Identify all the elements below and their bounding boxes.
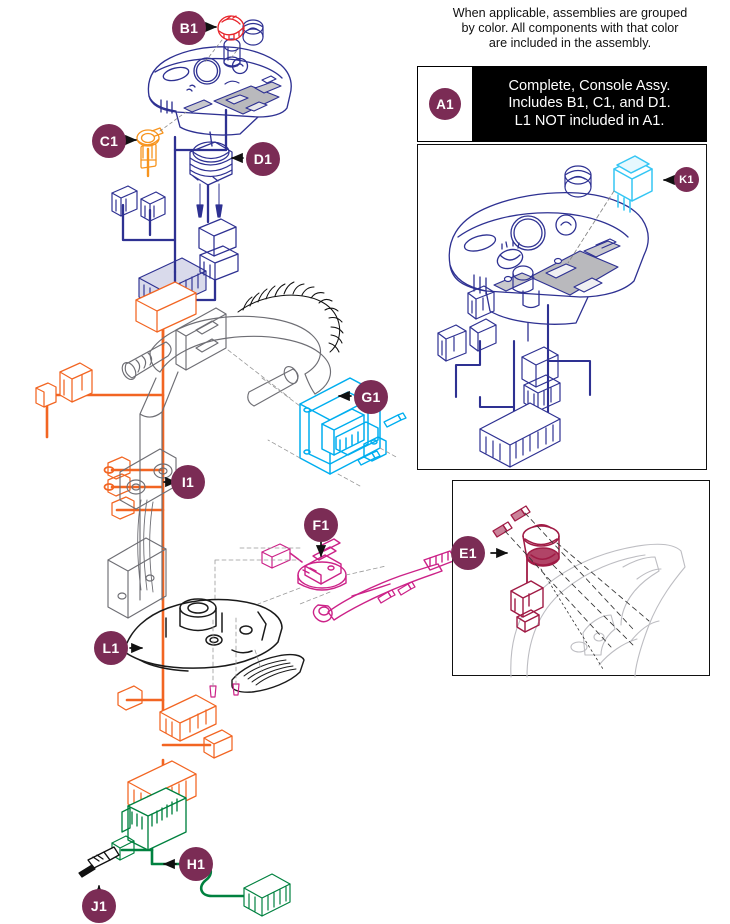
part-F1-lever-arm [312,550,457,623]
callout-badge-E1-label: E1 [459,545,477,561]
part-L1-lower-cover [231,653,305,693]
callout-badge-E1[interactable]: E1 [451,536,485,570]
callout-badge-C1-label: C1 [99,133,119,149]
legend-line-1: Complete, Console Assy. [508,77,671,94]
part-F1-screws [377,581,416,604]
callout-badge-J1-label: J1 [90,898,108,914]
callout-badge-A1-label: A1 [436,96,454,112]
part-H1-module [121,787,187,851]
part-E1-light-housing [522,524,560,567]
note-line-2: by color. All components with that color [461,21,679,36]
part-E1-screws [492,505,531,538]
callout-badge-B1-label: B1 [179,20,199,36]
inset-K1-drawing [437,155,677,468]
part-B1-speed-knob [217,15,245,41]
console-keypad [183,75,282,115]
callout-badge-G1-label: G1 [361,389,381,405]
note-line-3: are included in the assembly. [488,36,652,51]
callout-badge-A1[interactable]: A1 [429,88,461,120]
callout-badge-H1-label: H1 [186,856,206,872]
color-grouping-note: When applicable, assemblies are grouped … [413,6,727,52]
callout-badge-D1[interactable]: D1 [246,142,280,176]
legend-a1-text: Complete, Console Assy. Includes B1, C1,… [473,67,706,141]
harness-I1-ring-terminals [103,466,121,491]
legend-line-3: L1 NOT included in A1. [514,112,665,129]
legend-a1-badge-cell: A1 [418,67,473,141]
callout-badge-L1[interactable]: L1 [94,631,128,665]
callout-badge-F1-label: F1 [312,517,330,533]
part-F1-plug [261,543,291,569]
joystick-shaft [223,38,241,68]
part-J1-screw [78,846,120,878]
part-G1-screws [357,412,407,466]
callout-badge-D1-label: D1 [253,151,273,167]
callout-badge-F1[interactable]: F1 [304,508,338,542]
console-joystick [242,19,264,46]
part-D1-console-harness [189,141,239,281]
callout-badge-K1[interactable]: K1 [674,167,699,192]
note-line-1: When applicable, assemblies are grouped [452,6,688,20]
callout-badge-K1-label: K1 [679,173,694,186]
part-K1-rocker-switch [613,155,653,213]
part-F1-throttle-pot [297,538,347,591]
harness-I1-connectors [35,281,233,818]
callout-badge-C1[interactable]: C1 [92,124,126,158]
inset-panel-E1: E1 [451,480,710,678]
harness-D1-connectors [111,185,166,222]
callout-badge-J1[interactable]: J1 [82,889,116,923]
callout-badge-L1-label: L1 [102,640,120,656]
part-L1-screws [209,683,240,698]
callout-badge-I1[interactable]: I1 [171,465,205,499]
tiller-frame [107,281,344,619]
part-E1-connector [510,580,544,633]
inset-E1-drawing [490,505,686,678]
inset-panel-K1: K1 [417,144,707,470]
part-C1-horn-button [136,127,164,169]
callout-badge-I1-label: I1 [181,474,195,490]
legend-a1-box: A1 Complete, Console Assy. Includes B1, … [417,66,707,142]
legend-line-2: Includes B1, C1, and D1. [508,95,671,112]
callout-badge-H1[interactable]: H1 [179,847,213,881]
callout-badge-G1[interactable]: G1 [354,380,388,414]
callout-badge-B1[interactable]: B1 [172,11,206,45]
part-L1-shroud [123,598,283,672]
